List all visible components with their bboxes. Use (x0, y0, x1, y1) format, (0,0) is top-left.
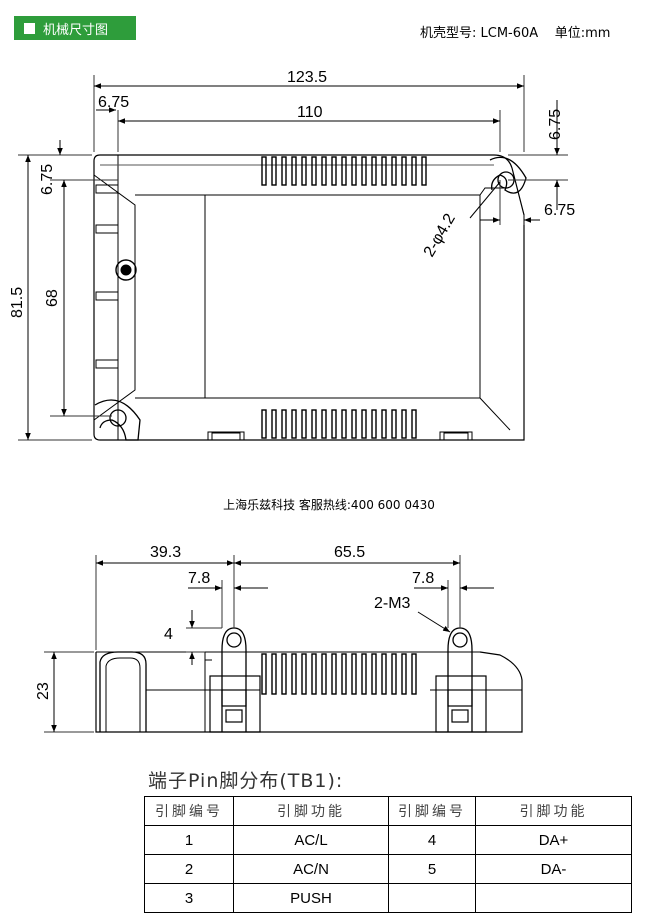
dim-right-offset-side: 6.75 (544, 202, 575, 219)
dim-overall-width: 81.5 (9, 287, 26, 318)
label-area (204, 194, 481, 399)
bottom-vents (261, 409, 417, 439)
dim-overall-length: 123.5 (287, 69, 327, 86)
top-vents (261, 156, 427, 186)
table-row: 1 AC/L 4 DA+ (144, 825, 632, 855)
cell: DA+ (475, 825, 632, 855)
dim-left-offset-top: 6.75 (39, 164, 56, 195)
cell: 5 (388, 854, 476, 884)
dim-tab-height: 4 (164, 626, 173, 643)
dim-left-offset: 6.75 (98, 94, 129, 111)
table-header-row: 引脚编号 引脚功能 引脚编号 引脚功能 (144, 796, 632, 826)
top-view (18, 75, 568, 441)
dim-right-tab: 7.8 (412, 570, 434, 587)
hole-spec-label: 2-φ4.2 (421, 211, 459, 260)
col-pin-no-2: 引脚编号 (388, 796, 476, 826)
pin-table: 引脚编号 引脚功能 引脚编号 引脚功能 1 AC/L 4 DA+ 2 AC/N … (144, 796, 632, 913)
hotline-text: 上海乐兹科技 客服热线:400 600 0430 (223, 498, 435, 512)
dim-left-tab: 7.8 (188, 570, 210, 587)
cell: 2 (144, 854, 234, 884)
cell: DA- (475, 854, 632, 884)
cell: 4 (388, 825, 476, 855)
col-pin-function: 引脚功能 (233, 796, 389, 826)
side-view-outline (95, 651, 523, 733)
dim-side-left: 39.3 (150, 544, 181, 561)
section-title-badge: 机械尺寸图 (14, 16, 136, 40)
table-row: 3 PUSH (144, 883, 632, 913)
square-icon (24, 22, 35, 34)
section-title: 机械尺寸图 (43, 22, 109, 38)
screw-spec-label: 2-M3 (374, 595, 411, 612)
table-row: 2 AC/N 5 DA- (144, 854, 632, 884)
dim-right-offset-top: 6.75 (547, 109, 564, 140)
side-vents (261, 653, 417, 695)
col-pin-no: 引脚编号 (144, 796, 234, 826)
cell: 1 (144, 825, 234, 855)
dim-hole-vertical-spacing: 68 (44, 289, 61, 307)
mount-hole-top-right (489, 156, 527, 194)
cell (475, 883, 632, 913)
cell: AC/N (233, 854, 389, 884)
model-label: 机壳型号: LCM-60A (420, 26, 539, 41)
dim-hole-spacing: 110 (297, 104, 323, 121)
pin-table-title: 端子Pin脚分布(TB1): (148, 770, 344, 792)
screw-icon (115, 259, 137, 281)
cell: 3 (144, 883, 234, 913)
model-info: 机壳型号: LCM-60A 单位:mm (420, 22, 610, 41)
cell (388, 883, 476, 913)
cell: PUSH (233, 883, 389, 913)
dim-side-mid: 65.5 (334, 544, 365, 561)
side-view (44, 555, 523, 733)
unit-label: 单位:mm (554, 26, 611, 41)
cell: AC/L (233, 825, 389, 855)
dim-side-height: 23 (35, 682, 52, 700)
top-view-outline (93, 154, 525, 441)
mount-hole-bottom-left (94, 399, 141, 441)
col-pin-function-2: 引脚功能 (475, 796, 632, 826)
